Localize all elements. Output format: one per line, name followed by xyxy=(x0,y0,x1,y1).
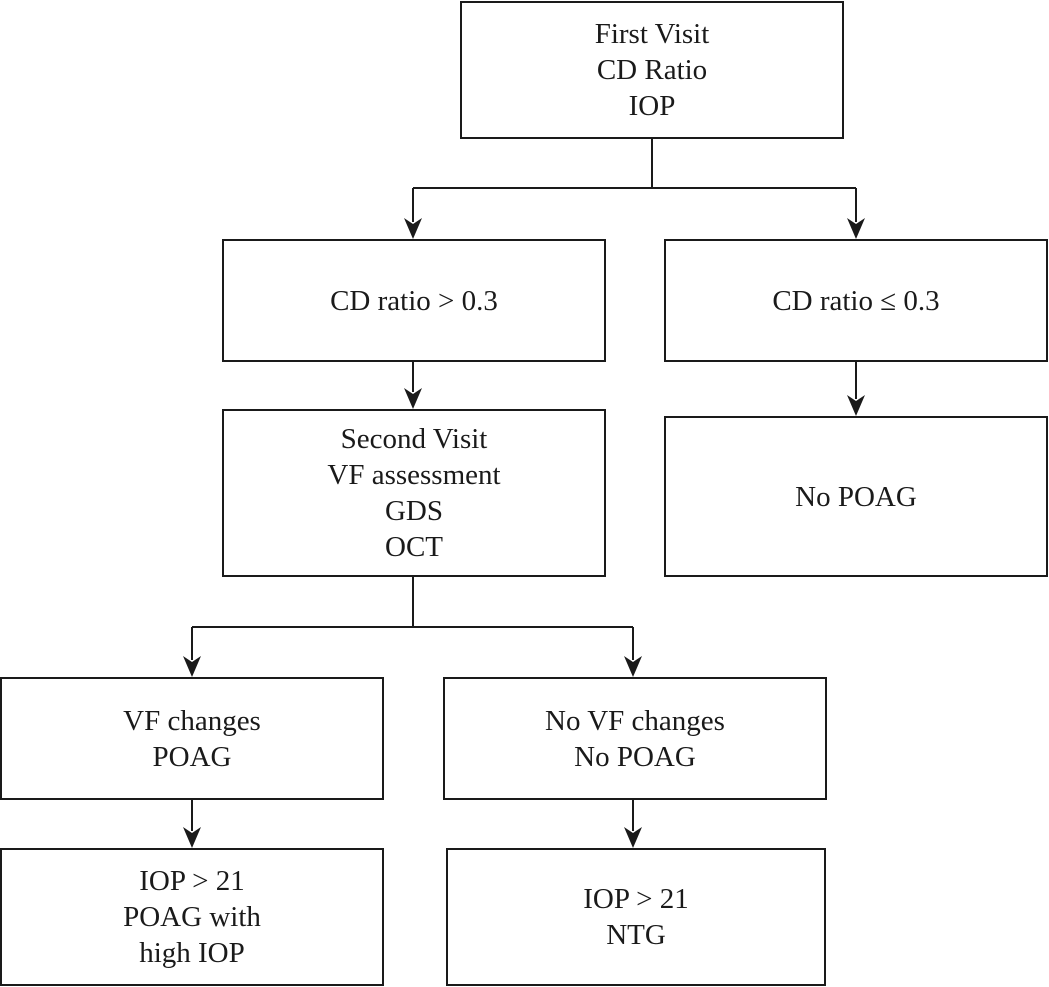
node-vf-changes: VF changes POAG xyxy=(0,677,384,800)
node-vf-changes-line-1: VF changes xyxy=(123,704,261,737)
node-second-visit-line-1: Second Visit xyxy=(340,423,488,455)
node-no-vf-changes: No VF changes No POAG xyxy=(443,677,827,800)
arrowhead-no-poag xyxy=(847,395,865,416)
node-no-poag-label: No POAG xyxy=(795,480,917,513)
node-vf-changes-line-2: POAG xyxy=(152,740,232,773)
arrowhead-ntg xyxy=(624,827,642,848)
node-first-visit-line-3: IOP xyxy=(628,90,676,122)
node-no-vf-changes-line-1: No VF changes xyxy=(545,704,725,737)
node-cd-ratio-low-label: CD ratio ≤ 0.3 xyxy=(772,284,940,317)
arrowhead-vf-changes xyxy=(183,656,201,677)
node-cd-ratio-high-label: CD ratio > 0.3 xyxy=(330,284,498,317)
node-ntg-line-1: IOP > 21 xyxy=(583,883,689,915)
arrowhead-cd-high xyxy=(404,218,422,239)
arrowhead-poag-high-iop xyxy=(183,827,201,848)
node-first-visit-line-1: First Visit xyxy=(594,18,710,50)
node-ntg-line-2: NTG xyxy=(606,919,666,951)
node-poag-high-iop: IOP > 21 POAG with high IOP xyxy=(0,848,384,986)
node-no-poag: No POAG xyxy=(664,416,1048,577)
node-poag-high-iop-line-1: IOP > 21 xyxy=(139,865,245,897)
arrowhead-no-vf-changes xyxy=(624,656,642,677)
node-first-visit-line-2: CD Ratio xyxy=(596,54,708,86)
arrowhead-cd-low xyxy=(847,218,865,239)
node-second-visit-line-2: VF assessment xyxy=(327,459,501,491)
arrowhead-second-visit xyxy=(404,388,422,409)
node-first-visit: First Visit CD Ratio IOP xyxy=(460,1,844,139)
node-second-visit-line-4: OCT xyxy=(385,531,443,563)
node-cd-ratio-low: CD ratio ≤ 0.3 xyxy=(664,239,1048,362)
node-poag-high-iop-line-3: high IOP xyxy=(139,937,245,969)
node-cd-ratio-high: CD ratio > 0.3 xyxy=(222,239,606,362)
node-second-visit-line-3: GDS xyxy=(384,495,443,527)
node-poag-high-iop-line-2: POAG with xyxy=(123,901,261,933)
node-no-vf-changes-line-2: No POAG xyxy=(574,740,696,773)
node-second-visit: Second Visit VF assessment GDS OCT xyxy=(222,409,606,577)
node-ntg: IOP > 21 NTG xyxy=(446,848,826,986)
